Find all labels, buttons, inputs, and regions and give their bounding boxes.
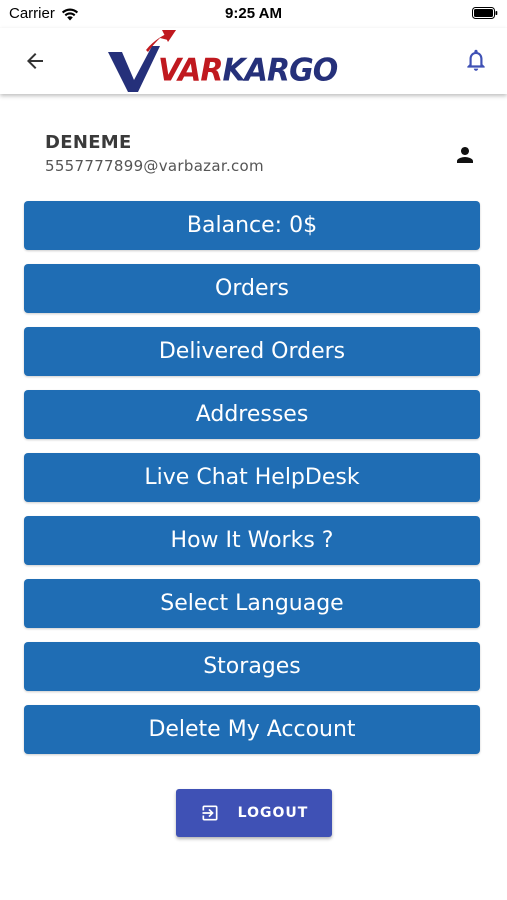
select-language-button[interactable]: Select Language bbox=[24, 579, 480, 628]
back-button[interactable] bbox=[20, 46, 50, 76]
carrier-group: Carrier bbox=[9, 5, 79, 22]
logout-button[interactable]: LOGOUT bbox=[176, 789, 332, 837]
status-time: 9:25 AM bbox=[225, 5, 282, 22]
orders-button[interactable]: Orders bbox=[24, 264, 480, 313]
profile-menu: Balance: 0$ Orders Delivered Orders Addr… bbox=[24, 201, 480, 768]
bell-icon bbox=[467, 49, 485, 71]
logo-text-var: VAR bbox=[158, 52, 223, 89]
person-icon[interactable] bbox=[453, 143, 477, 167]
logout-icon bbox=[202, 805, 218, 821]
delivered-orders-button[interactable]: Delivered Orders bbox=[24, 327, 480, 376]
logout-label: LOGOUT bbox=[237, 805, 309, 821]
addresses-button[interactable]: Addresses bbox=[24, 390, 480, 439]
carrier-label: Carrier bbox=[9, 5, 55, 22]
battery-icon bbox=[472, 7, 498, 19]
arrow-left-icon bbox=[27, 53, 43, 69]
balance-button[interactable]: Balance: 0$ bbox=[24, 201, 480, 250]
user-name: DENEME bbox=[45, 132, 132, 153]
status-bar: Carrier 9:25 AM bbox=[0, 0, 507, 28]
varkargo-logo: VARKARGO bbox=[106, 28, 338, 94]
user-info: DENEME 5557777899@varbazar.com bbox=[45, 132, 475, 175]
app-bar: VARKARGO bbox=[0, 28, 507, 94]
delete-account-button[interactable]: Delete My Account bbox=[24, 705, 480, 754]
logo-text-kargo: KARGO bbox=[222, 52, 339, 89]
storages-button[interactable]: Storages bbox=[24, 642, 480, 691]
logo-v-mark-icon bbox=[108, 30, 176, 92]
how-it-works-button[interactable]: How It Works ? bbox=[24, 516, 480, 565]
wifi-icon bbox=[61, 8, 78, 20]
live-chat-helpdesk-button[interactable]: Live Chat HelpDesk bbox=[24, 453, 480, 502]
logo-text: VARKARGO bbox=[158, 52, 339, 89]
notifications-button[interactable] bbox=[463, 46, 489, 74]
user-email: 5557777899@varbazar.com bbox=[45, 157, 264, 175]
